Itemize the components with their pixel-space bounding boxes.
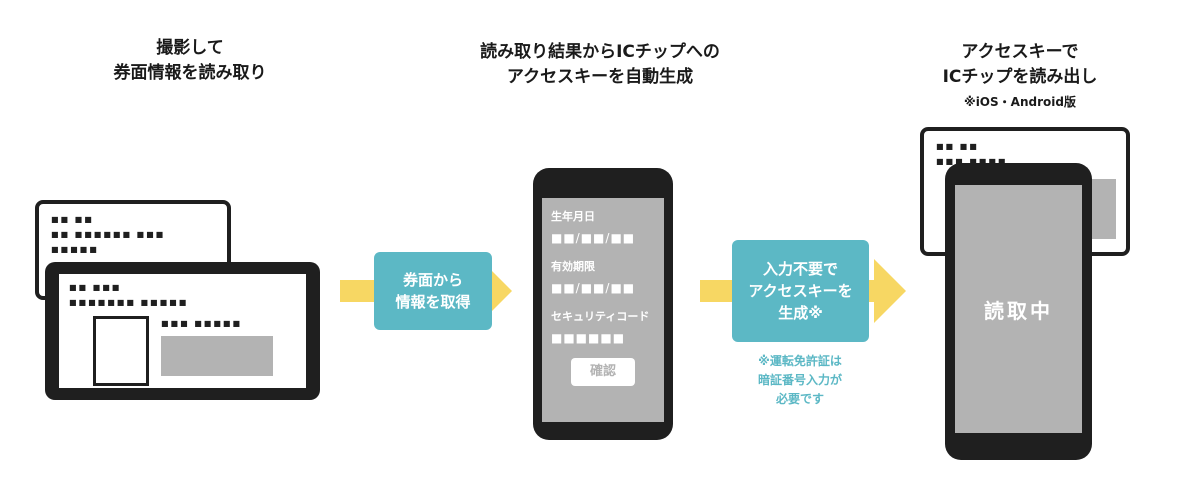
flow-step1-callout-line2: 情報を取得 [395, 293, 471, 311]
redacted-text-row: ■■ ■■■ [69, 283, 122, 292]
flow-step2-callout-line2: アクセスキーを [748, 282, 853, 300]
redacted-text-row: ■■ ■■ [51, 215, 94, 224]
redacted-text-block: ■■ ■■■ ■■■■■■■ ■■■■■ [69, 280, 188, 310]
id-card-gray-area [161, 336, 273, 376]
driver-license-note-line3: 必要です [775, 392, 824, 406]
step3-platform-note: ※iOS・Android版 [964, 95, 1076, 109]
confirm-button: 確認 [571, 358, 635, 386]
step2-title-line1: 読み取り結果からICチップへの [480, 42, 720, 62]
driver-license-note-line2: 暗証番号入力が [757, 373, 842, 387]
step3-title-line2: ICチップを読み出し [942, 67, 1098, 87]
reading-phone: 読取中 [945, 163, 1092, 460]
reading-status-text: 読取中 [984, 298, 1053, 323]
redacted-text-row: ■■■ ■■■■ [936, 157, 1008, 166]
id-card-front-face: ■■ ■■■ ■■■■■■■ ■■■■■ ■■■ ■■■■■ [59, 274, 306, 388]
redacted-text-row: ■■ ■■ [936, 142, 979, 151]
driver-license-note: ※運転免許証は 暗証番号入力が 必要です [724, 352, 876, 409]
step3-title-line1: アクセスキーで [961, 42, 1079, 62]
redacted-text-row: ■■■■■ [51, 245, 99, 254]
redacted-text-row: ■■■ ■■■■■ [161, 319, 243, 328]
form-field-expiry: 有効期限 ■■/■■/■■ [551, 258, 655, 295]
form-phone-screen: 生年月日 ■■/■■/■■ 有効期限 ■■/■■/■■ セキュリティコード ■■… [542, 198, 664, 422]
redacted-text-row: ■■ ■■■■■■ ■■■ [51, 230, 166, 239]
id-photo-placeholder [93, 316, 149, 386]
step1-title-line2: 券面情報を読み取り [113, 63, 267, 83]
form-field-value: ■■/■■/■■ [551, 281, 636, 295]
form-field-value: ■■/■■/■■ [551, 231, 636, 245]
step1-title-line1: 撮影して [156, 38, 224, 58]
form-field-value: ■■■■■■ [551, 331, 626, 345]
form-field-security-code: セキュリティコード ■■■■■■ [551, 308, 655, 345]
step3-title: アクセスキーで ICチップを読み出し ※iOS・Android版 [895, 40, 1145, 110]
reading-phone-screen: 読取中 [955, 185, 1082, 433]
driver-license-note-line1: ※運転免許証は [758, 354, 842, 368]
form-field-label: セキュリティコード [551, 310, 650, 323]
step2-title-line2: アクセスキーを自動生成 [506, 67, 694, 87]
flow-step2-callout: 入力不要で アクセスキーを 生成※ [732, 240, 869, 342]
flow-step2-callout-line1: 入力不要で [762, 260, 838, 278]
id-card-front: ■■ ■■■ ■■■■■■■ ■■■■■ ■■■ ■■■■■ [45, 262, 320, 400]
flow-step2-callout-line3: 生成※ [778, 304, 823, 322]
step1-title: 撮影して 券面情報を読み取り [60, 36, 320, 86]
form-field-birthdate: 生年月日 ■■/■■/■■ [551, 208, 655, 245]
form-field-label: 有効期限 [551, 260, 595, 273]
flow-step1-callout-line1: 券面から [402, 271, 463, 289]
redacted-text-row: ■■■■■■■ ■■■■■ [69, 298, 189, 307]
flow-step1-callout: 券面から 情報を取得 [374, 252, 492, 330]
step2-title: 読み取り結果からICチップへの アクセスキーを自動生成 [410, 40, 790, 90]
form-field-label: 生年月日 [551, 210, 595, 223]
form-phone: 生年月日 ■■/■■/■■ 有効期限 ■■/■■/■■ セキュリティコード ■■… [533, 168, 673, 440]
redacted-text-block: ■■ ■■ ■■■ ■■■■ [936, 139, 1007, 169]
